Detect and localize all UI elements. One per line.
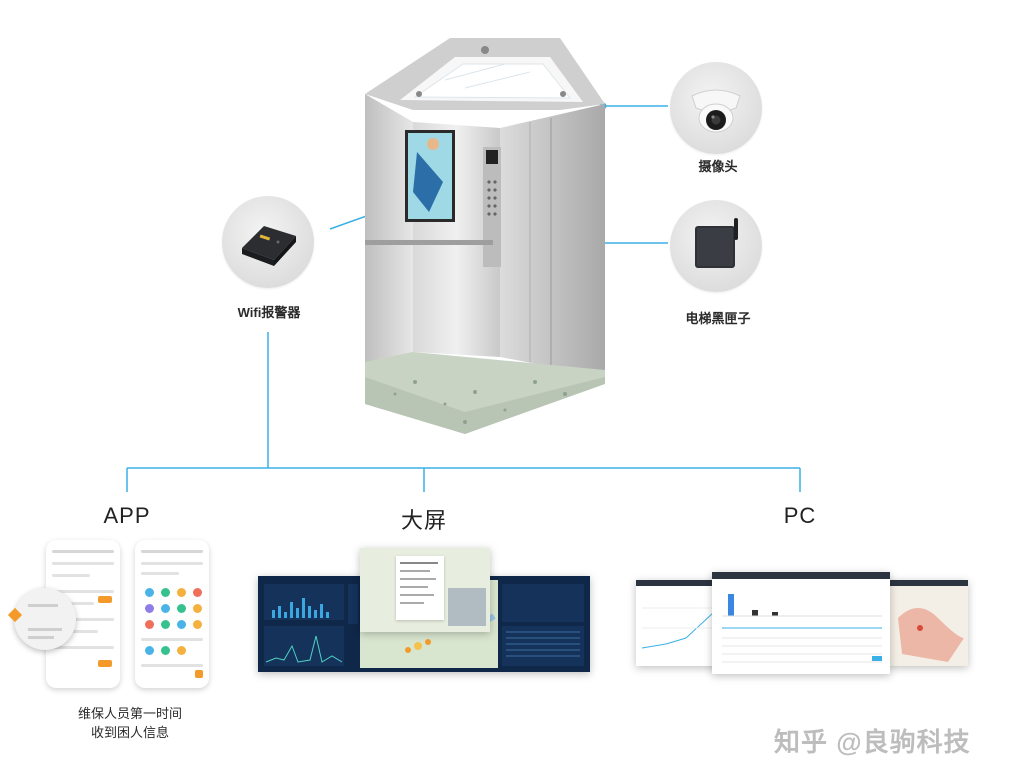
app-phone-right [135, 540, 209, 688]
wifi-alarm-icon [242, 226, 296, 266]
camera-icon [691, 89, 741, 133]
app-title: APP [103, 503, 151, 528]
wifi-alarm-label: Wifi报警器 [237, 305, 301, 320]
blackbox-label: 电梯黑匣子 [685, 311, 751, 326]
blackbox-icon [695, 218, 738, 268]
watermark: 知乎 @良驹科技 [774, 727, 971, 757]
wifi-alarm-device [222, 196, 314, 288]
pc-screen-center [712, 572, 890, 674]
pc-title: PC [783, 503, 817, 528]
app-caption: 维保人员第一时间 收到困人信息 [60, 704, 200, 742]
notification-popup-zoom [7, 588, 76, 650]
camera-label: 摄像头 [698, 159, 738, 174]
blackbox-device [670, 200, 762, 292]
bigscreen-title: 大屏 [400, 508, 447, 533]
bigscreen-map-popup [360, 548, 490, 632]
elevator-cabin-illustration [365, 38, 605, 434]
pc-screen-right [888, 580, 968, 666]
pc-screen-left [636, 580, 718, 666]
app-caption-line2: 收到困人信息 [90, 725, 169, 740]
app-caption-line1: 维保人员第一时间 [77, 706, 182, 721]
camera-device [670, 62, 762, 154]
